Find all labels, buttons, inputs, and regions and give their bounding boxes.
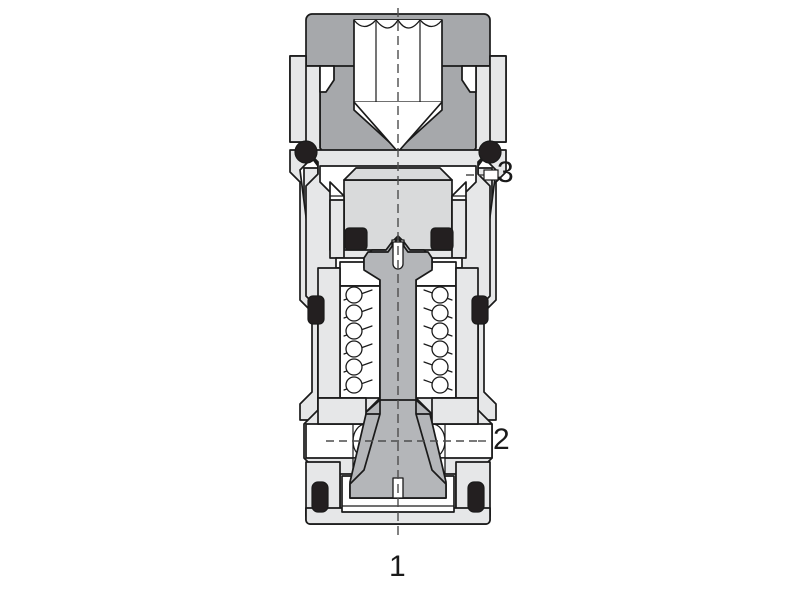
callout-label-port-3: 3 xyxy=(497,156,514,189)
callout-label-port-1: 1 xyxy=(389,550,406,583)
o-ring-seals-body-upper xyxy=(294,140,502,164)
leader-port3 xyxy=(466,169,499,181)
inner-sleeve-walls xyxy=(307,267,489,399)
callout-label-port-2: 2 xyxy=(493,423,510,456)
compression-spring xyxy=(343,286,453,394)
o-ring-seals-upper xyxy=(344,227,454,251)
